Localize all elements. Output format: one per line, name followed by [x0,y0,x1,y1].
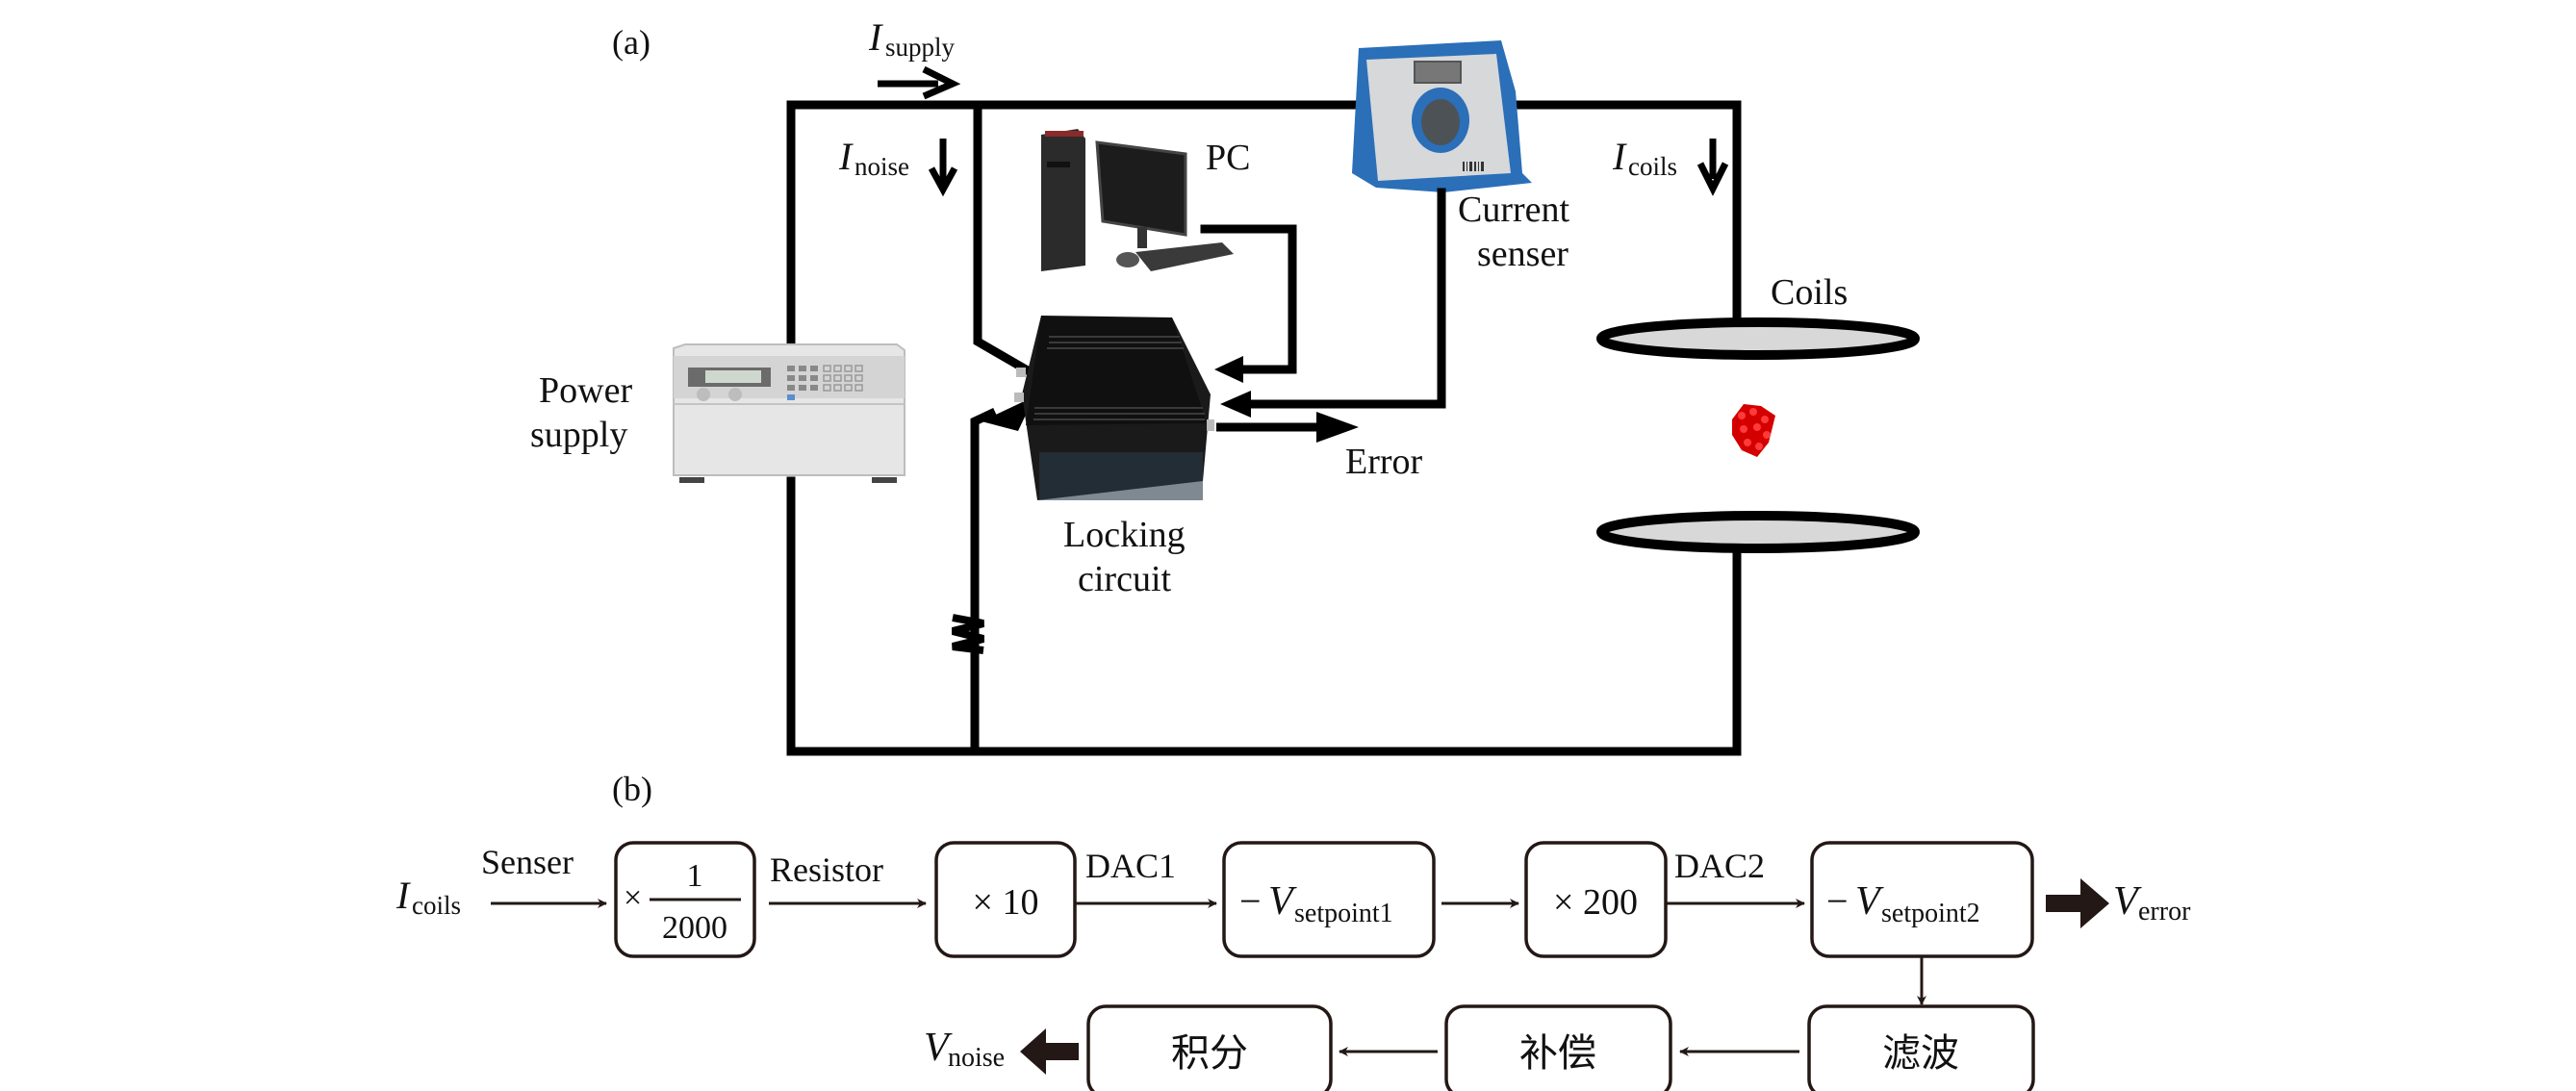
svg-text:V: V [924,1026,953,1070]
svg-text:I: I [868,15,883,59]
svg-text:V: V [2113,879,2142,924]
sensor-wire-arrowhead [1220,391,1251,418]
block-compensation: 补偿 [1444,1004,1672,1091]
edge-label-resistor: Resistor [770,850,883,889]
bottom-wire [786,476,1742,756]
pc-icon [1041,129,1234,271]
current-sensor-label-2: senser [1477,234,1569,274]
current-sensor-icon [1352,40,1532,192]
svg-text:滤波: 滤波 [1882,1031,1959,1076]
svg-text:error: error [2138,897,2191,926]
noise-branch-upper [973,100,1051,387]
i-coils-label: I coils [1612,135,1729,196]
coils: Coils [1596,272,1920,553]
noise-branch-arrowhead [982,396,1034,431]
locking-circuit-icon [1014,316,1214,500]
svg-text:积分: 积分 [1171,1031,1248,1076]
svg-text:I: I [1612,135,1627,178]
top-wire-right [1504,100,1742,322]
block-gain-200: × 200 [1524,841,1668,958]
svg-text:× 200: × 200 [1553,882,1638,923]
locking-circuit-label-1: Locking [1063,515,1186,555]
svg-text:I: I [395,874,411,917]
block-resistor-gain: × 10 [934,841,1077,958]
svg-text:supply: supply [885,33,956,62]
svg-text:coils: coils [1628,152,1677,181]
svg-text:×: × [624,880,642,916]
locking-circuit: Locking circuit Error [1014,316,1423,599]
input-i-coils: I coils [395,874,461,920]
svg-text:−: − [1239,879,1262,923]
i-noise-label: I noise [838,135,958,197]
error-label: Error [1345,442,1423,482]
svg-text:Power: Power [539,370,632,411]
noise-output-arrow-icon [1020,1028,1079,1075]
svg-text:noise: noise [948,1043,1005,1073]
svg-text:supply: supply [530,415,627,455]
edge-label-senser: Senser [481,843,574,881]
output-v-error: V error [2046,878,2191,928]
current-sensor-label-1: Current [1458,190,1570,230]
locking-circuit-label-2: circuit [1078,559,1172,599]
i-supply-label: I supply [868,15,961,100]
panel-b-label: (b) [612,770,652,808]
svg-text:−: − [1826,879,1849,923]
sensor-to-lock-wire [1241,188,1446,409]
edge-label-dac1: DAC1 [1085,847,1176,885]
pc: PC [1041,129,1297,383]
lower-coil-icon [1596,511,1920,553]
pc-to-lock-wire [1200,224,1297,374]
svg-text:setpoint1: setpoint1 [1294,899,1393,928]
block-sensor-gain: × 1 2000 [614,841,756,958]
svg-text:noise: noise [854,152,909,181]
circuit-frame [786,100,1742,756]
panel-a: (a) I supply I noise [530,15,1920,756]
svg-text:coils: coils [412,891,461,920]
svg-text:2000: 2000 [662,910,727,946]
pc-label: PC [1206,138,1250,178]
block-filter: 滤波 [1807,1004,2035,1091]
panel-b: (b) I coils Senser × 1 2000 Resistor × 1… [395,770,2191,1091]
svg-text:× 10: × 10 [973,882,1039,923]
svg-text:补偿: 补偿 [1519,1031,1596,1076]
pc-wire-arrowhead [1214,356,1243,383]
error-arrowhead-icon [1316,412,1359,443]
error-output-arrow-icon [2046,878,2109,928]
noise-branch-lower [970,408,997,756]
svg-text:I: I [838,135,854,178]
svg-text:V: V [1268,879,1297,924]
block-setpoint1: − V setpoint1 [1222,841,1436,958]
svg-text:setpoint2: setpoint2 [1881,899,1980,928]
current-sensor: Current senser [1220,40,1570,418]
svg-text:1: 1 [687,858,703,894]
power-supply: Power supply [530,343,905,483]
coils-label: Coils [1771,272,1848,313]
noise-branch [952,100,1051,756]
power-supply-icon [673,343,905,483]
edge-label-dac2: DAC2 [1674,847,1765,885]
upper-coil-icon [1596,317,1920,360]
svg-text:V: V [1855,879,1884,924]
block-setpoint2: − V setpoint2 [1810,841,2034,958]
output-v-noise: V noise [924,1026,1079,1075]
panel-a-label: (a) [612,23,650,62]
block-integral: 积分 [1086,1004,1333,1091]
atom-cloud-icon [1732,404,1775,457]
inductor-icon [952,614,984,654]
